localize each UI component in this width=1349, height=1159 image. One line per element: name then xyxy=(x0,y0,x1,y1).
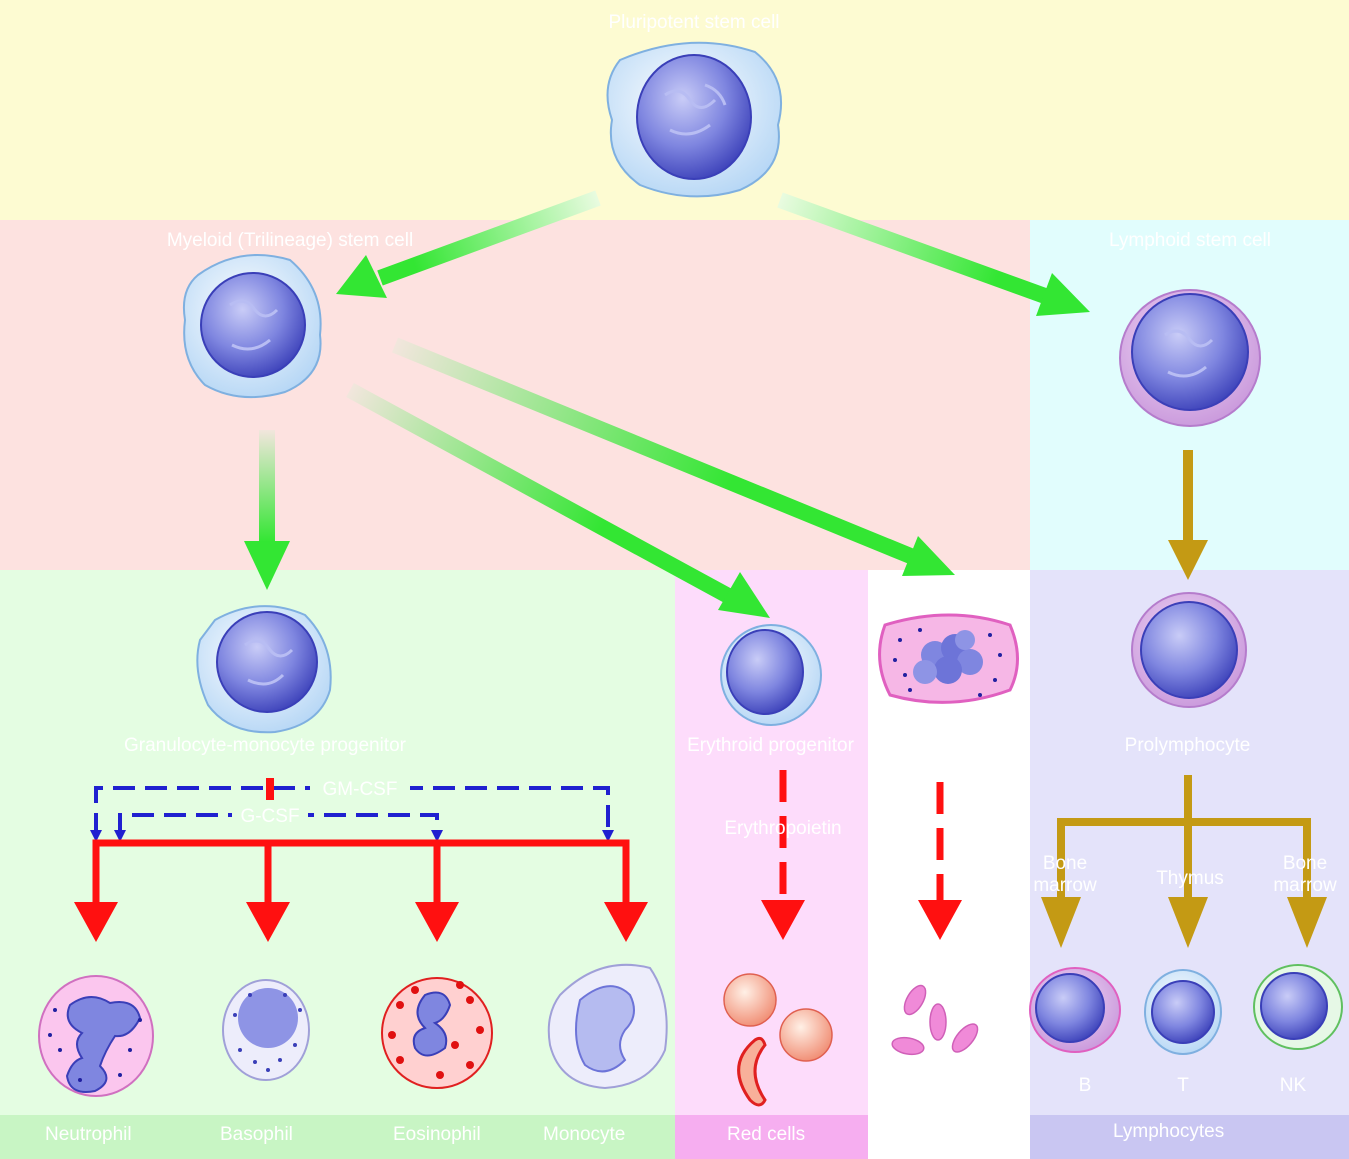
pluripotent-stem-cell-label: Pluripotent stem cell xyxy=(608,12,780,33)
eosinophil-footer-label: Eosinophil xyxy=(393,1124,481,1145)
neutrophil-cell xyxy=(38,975,154,1097)
arrow-myeloid-to-megakaryocyte xyxy=(391,337,955,576)
monocyte-footer-label: Monocyte xyxy=(543,1124,626,1145)
erythroid-progenitor-label: Erythroid progenitor xyxy=(687,735,854,756)
myeloid-stem-cell xyxy=(182,254,322,399)
lymphocytes-footer-label: Lymphocytes xyxy=(1113,1121,1225,1142)
b-cell-label: B xyxy=(1078,1075,1092,1096)
b-lymphocyte-cell xyxy=(1029,967,1121,1053)
arrow-thrombopoiesis xyxy=(918,782,962,940)
arrow-erythropoiesis xyxy=(761,770,805,940)
erythropoietin-label: Erythropoietin xyxy=(724,818,842,839)
monocyte-cell xyxy=(547,963,668,1090)
granulocyte-footer-band xyxy=(0,1115,675,1159)
red-cells-footer-label: Red cells xyxy=(727,1124,806,1145)
t-lymphocyte-cell xyxy=(1144,969,1222,1055)
arrow-lymphoid-to-prolymphocyte xyxy=(1168,450,1208,580)
arrow-myeloid-to-granulocyte xyxy=(244,430,290,590)
arrow-pluripotent-to-myeloid xyxy=(336,190,601,298)
erythroid-progenitor-cell xyxy=(720,624,822,726)
eosinophil-cell xyxy=(381,977,493,1089)
basophil-footer-label: Basophil xyxy=(220,1124,293,1145)
bone-marrow-left-label: Bone marrow xyxy=(1033,853,1097,896)
lymphocyte-footer-band xyxy=(1030,1115,1349,1159)
prolymphocyte-cell xyxy=(1131,592,1247,708)
lymphocyte-branch-arrows xyxy=(1041,775,1327,948)
erythroid-footer-band xyxy=(675,1115,868,1159)
gm-csf-arrowhead-left xyxy=(90,830,102,842)
pluripotent-stem-cell xyxy=(606,41,782,198)
granulocyte-monocyte-progenitor-label: Granulocyte-monocyte progenitor xyxy=(124,735,406,756)
t-cell-label: T xyxy=(1177,1075,1189,1096)
basophil-cell xyxy=(222,979,310,1081)
nk-cell-label: NK xyxy=(1279,1075,1307,1096)
megakaryocyte-cell xyxy=(878,613,1019,704)
prolymphocyte-label: Prolymphocyte xyxy=(1124,735,1251,756)
granulocyte-branch-arrows xyxy=(74,839,648,942)
g-csf-label: G-CSF xyxy=(232,806,308,828)
g-csf-arrowhead-right xyxy=(431,830,443,842)
thymus-label: Thymus xyxy=(1156,868,1224,889)
granulocyte-monocyte-progenitor-cell xyxy=(196,605,332,734)
red-cells xyxy=(723,973,833,1107)
arrow-myeloid-to-erythroid xyxy=(346,382,770,618)
platelets xyxy=(891,984,979,1056)
bone-marrow-right-label: Bone marrow xyxy=(1273,853,1337,896)
gm-csf-label: GM-CSF xyxy=(310,779,410,801)
arrow-pluripotent-to-lymphoid xyxy=(777,192,1090,316)
gm-csf-arrowhead-right xyxy=(602,830,614,842)
cytokine-marker xyxy=(266,778,274,800)
lymphoid-stem-cell xyxy=(1119,289,1261,427)
lymphoid-stem-cell-label: Lymphoid stem cell xyxy=(1109,230,1271,251)
g-csf-arrowhead-left xyxy=(114,830,126,842)
nk-lymphocyte-cell xyxy=(1253,964,1343,1050)
neutrophil-footer-label: Neutrophil xyxy=(45,1124,132,1145)
myeloid-stem-cell-label: Myeloid (Trilineage) stem cell xyxy=(166,230,414,251)
